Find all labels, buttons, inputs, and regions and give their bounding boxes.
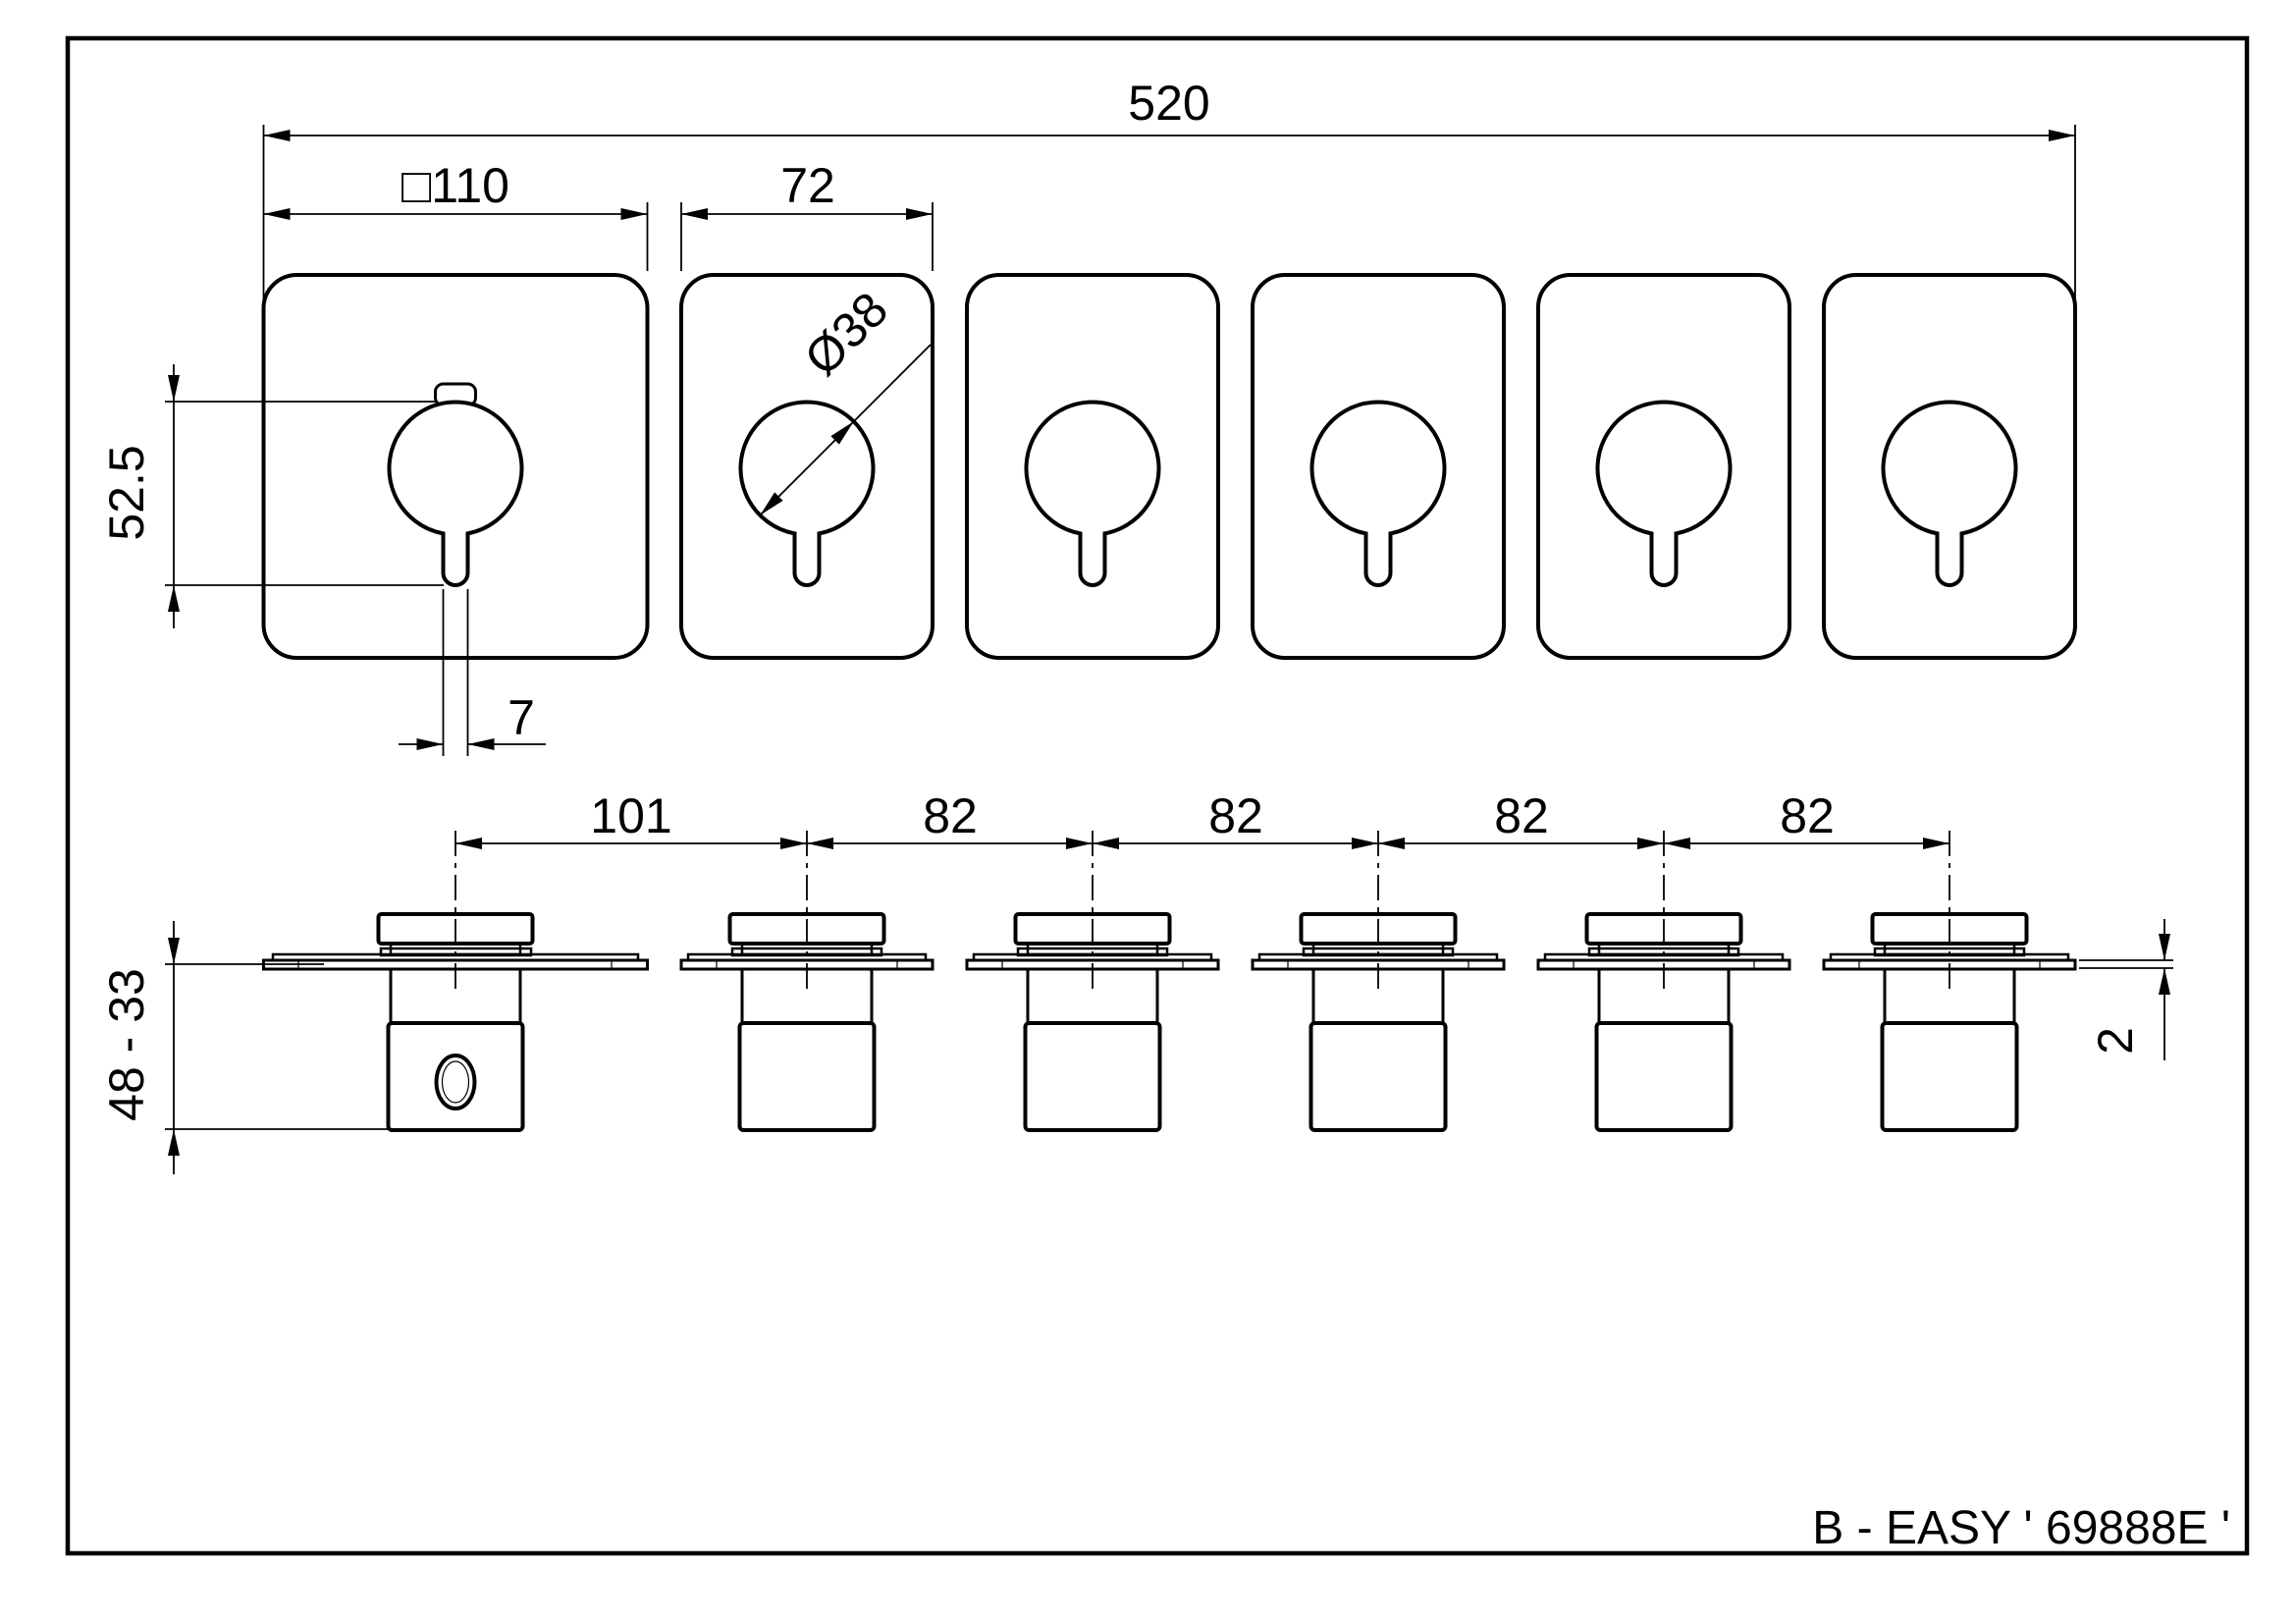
valve-body-2 — [679, 912, 934, 1132]
handle-knob-1 — [387, 400, 524, 587]
trim-plate-1-square — [261, 273, 650, 660]
valve-body-1 — [262, 912, 649, 1132]
dim-spacing-label-3: 82 — [1208, 788, 1263, 843]
handle-knob-5 — [1595, 400, 1733, 587]
dim-plate-thickness-label: 2 — [2088, 1027, 2143, 1055]
handle-knob-2 — [738, 400, 876, 587]
front-view: 520 □110 72 — [99, 76, 2077, 756]
trim-plate-3 — [965, 273, 1220, 660]
inlet-oval — [434, 1054, 477, 1110]
valve-body-3 — [965, 912, 1220, 1132]
trim-plate-4 — [1251, 273, 1506, 660]
dim-square-plate-label: □110 — [401, 158, 509, 213]
dim-stem-width: 7 — [399, 589, 546, 756]
dim-spacing-chain: 101 82 82 82 82 — [455, 788, 1949, 849]
sheet-border — [65, 35, 2250, 1556]
valve-centerlines — [454, 831, 1950, 990]
model-label: B - EASY ' 69888E ' — [1812, 1502, 2230, 1554]
handle-knob-4 — [1309, 400, 1447, 587]
valve-body-6 — [1822, 912, 2077, 1132]
trim-plate-6 — [1822, 273, 2077, 660]
dim-handle-span: 52.5 — [99, 364, 444, 628]
valve-body-5 — [1536, 912, 1791, 1132]
dim-spacing-label-4: 82 — [1494, 788, 1549, 843]
dim-plate-thickness: 2 — [2079, 919, 2173, 1060]
dim-overall-width-label: 520 — [1128, 76, 1209, 131]
trim-plate-5 — [1536, 273, 1791, 660]
dim-depth-range: 48 - 33 — [99, 921, 390, 1174]
dim-depth-range-label: 48 - 33 — [99, 968, 154, 1121]
dim-spacing-label-5: 82 — [1780, 788, 1835, 843]
dim-knob-diameter-label: Ø38 — [794, 282, 898, 386]
side-view: 101 82 82 82 82 — [99, 788, 2173, 1174]
dim-spacing-label-1: 101 — [590, 788, 671, 843]
dim-small-plate-width-label: 72 — [780, 158, 835, 213]
trim-plate-2 — [679, 273, 934, 660]
dim-handle-span-label: 52.5 — [99, 445, 154, 540]
valve-body-4 — [1251, 912, 1506, 1132]
handle-knob-6 — [1881, 400, 2018, 587]
dim-spacing-label-2: 82 — [923, 788, 978, 843]
handle-knob-3 — [1024, 400, 1161, 587]
dim-stem-width-label: 7 — [507, 690, 535, 745]
